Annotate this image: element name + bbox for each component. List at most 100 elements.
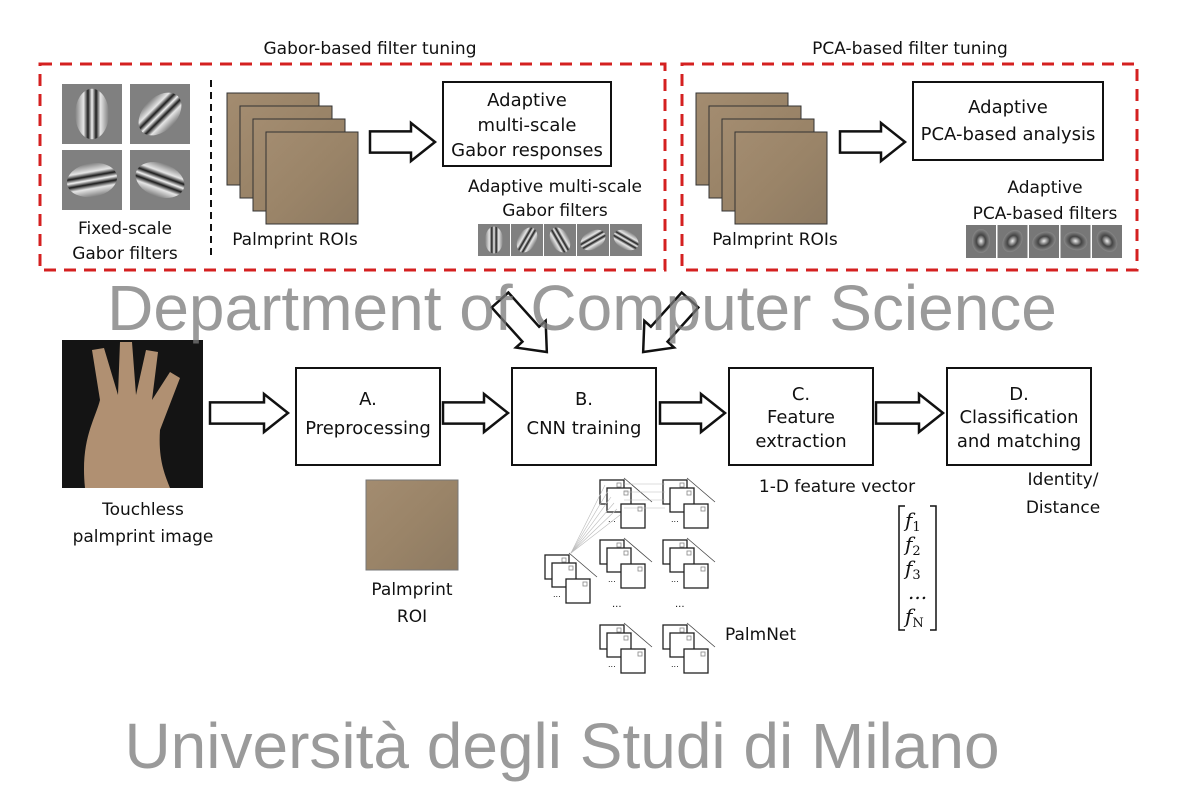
subscript: 1 bbox=[912, 520, 920, 535]
step-letter: B. bbox=[575, 389, 593, 410]
gabor-tuning-title: Gabor-based filter tuning bbox=[264, 39, 477, 59]
gabor-responses-line-3: Gabor responses bbox=[451, 140, 603, 161]
depth-bracket bbox=[623, 537, 653, 563]
hand-silhouette bbox=[83, 342, 180, 488]
step-letter: A. bbox=[359, 389, 377, 410]
ellipse-shape bbox=[580, 229, 606, 251]
fixed-gabor-label-1: Fixed-scale bbox=[78, 219, 172, 239]
pca-filter bbox=[1029, 225, 1059, 258]
output-label-1: Identity/ bbox=[1028, 470, 1099, 490]
kernel-marker bbox=[568, 565, 574, 571]
kernel-marker bbox=[686, 635, 692, 641]
kernel-marker bbox=[637, 506, 643, 512]
arrow-right-icon bbox=[838, 120, 908, 164]
pca-filter bbox=[1060, 225, 1091, 258]
g-shape bbox=[75, 88, 109, 140]
connection-line bbox=[570, 484, 606, 554]
watermark-line-2: Università degli Studi di Milano bbox=[124, 710, 999, 782]
touchless-palm-image bbox=[62, 340, 203, 488]
gabor-filter bbox=[478, 224, 510, 256]
pca-filters-label-2: PCA-based filters bbox=[973, 204, 1118, 224]
kernel-marker bbox=[686, 550, 692, 556]
kernel-marker bbox=[637, 651, 643, 657]
ellipse-shape bbox=[1063, 231, 1088, 251]
left-bracket bbox=[898, 505, 905, 631]
gabor-tuning-frame bbox=[38, 62, 667, 272]
depth-bracket bbox=[568, 552, 598, 578]
step-letter: D. bbox=[1009, 384, 1029, 405]
step-label: extraction bbox=[755, 431, 846, 452]
kernel-marker bbox=[700, 506, 706, 512]
step-box-outline bbox=[295, 367, 441, 466]
fixed-gabor-label-2: Gabor filters bbox=[72, 244, 178, 264]
gabor-responses-box bbox=[442, 81, 612, 167]
kernel-marker bbox=[561, 557, 567, 563]
pca-tuning-frame bbox=[680, 62, 1139, 272]
g-shape bbox=[485, 226, 503, 254]
ellipsis: ... bbox=[608, 515, 616, 524]
ellipse-shape bbox=[138, 92, 182, 136]
palmnet-architecture: ........................... bbox=[544, 477, 716, 674]
kernel-marker bbox=[616, 627, 622, 633]
palmnet-label: PalmNet bbox=[725, 625, 796, 645]
step-box-outline bbox=[511, 367, 657, 466]
right-bracket bbox=[930, 505, 937, 631]
feature-vector-label: 1-D feature vector bbox=[759, 477, 915, 497]
step-label: Classification bbox=[959, 407, 1078, 428]
step-box-b: B. CNN training bbox=[511, 367, 657, 466]
gabor-filter bbox=[577, 224, 609, 256]
feature-map-group: ... bbox=[544, 552, 598, 604]
pca-to-cnn-arrow bbox=[641, 290, 701, 354]
vector-element: f3 bbox=[903, 556, 921, 583]
roi-label-2: ROI bbox=[397, 607, 427, 627]
ellipsis: ... bbox=[608, 575, 616, 584]
arrow-right-icon bbox=[208, 391, 291, 435]
input-label-2: palmprint image bbox=[73, 527, 214, 547]
gabor-to-cnn-arrow bbox=[489, 290, 549, 354]
palmprint-roi bbox=[734, 131, 828, 225]
arrow-right-icon bbox=[441, 391, 511, 435]
step-box-c: C.Feature extraction bbox=[728, 367, 874, 466]
depth-bracket bbox=[686, 537, 716, 563]
step-label: CNN training bbox=[527, 418, 642, 439]
diagonal-arrow-icon bbox=[641, 290, 701, 354]
adaptive-gabor-label-1: Adaptive multi-scale bbox=[468, 177, 642, 197]
feature-map-group: ... bbox=[662, 537, 716, 589]
kernel-marker bbox=[686, 490, 692, 496]
connection-line bbox=[570, 508, 618, 554]
ellipse-shape bbox=[1032, 231, 1056, 251]
gabor-rois-label: Palmprint ROIs bbox=[232, 230, 358, 250]
pca-filters-label-1: Adaptive bbox=[1007, 178, 1082, 198]
connection-line bbox=[570, 502, 615, 554]
ellipse-shape bbox=[135, 162, 185, 198]
step-label: and matching bbox=[957, 431, 1081, 452]
pca-tuning-title: PCA-based filter tuning bbox=[812, 39, 1008, 59]
step-box-d: D.Classification and matching bbox=[946, 367, 1092, 466]
depth-bracket bbox=[686, 622, 716, 648]
vector-element: f1 bbox=[903, 508, 921, 535]
gabor-filter bbox=[544, 224, 576, 256]
feature-map-group: ... bbox=[662, 477, 716, 529]
ellipse-shape bbox=[613, 229, 639, 251]
pca-filter bbox=[966, 225, 996, 258]
gabor-filter bbox=[62, 84, 122, 144]
fixed-scale-gabor-filters bbox=[62, 84, 190, 210]
gabor-filter bbox=[130, 150, 190, 210]
g-shape bbox=[516, 227, 538, 253]
kernel-marker bbox=[700, 566, 706, 572]
ellipse-shape bbox=[485, 226, 503, 254]
palmprint-roi bbox=[265, 131, 359, 225]
step-letter: C. bbox=[792, 384, 810, 405]
depth-bracket bbox=[623, 622, 653, 648]
ellipse-shape bbox=[516, 227, 538, 253]
step-label: Feature bbox=[767, 407, 835, 428]
ellipse-shape bbox=[67, 162, 117, 198]
ellipse-shape bbox=[1096, 230, 1118, 252]
g-shape bbox=[613, 229, 639, 251]
pca-analysis-line-2: PCA-based analysis bbox=[921, 124, 1096, 145]
kernel-marker bbox=[623, 635, 629, 641]
gabor-filter bbox=[62, 150, 122, 210]
g-shape bbox=[549, 227, 571, 253]
